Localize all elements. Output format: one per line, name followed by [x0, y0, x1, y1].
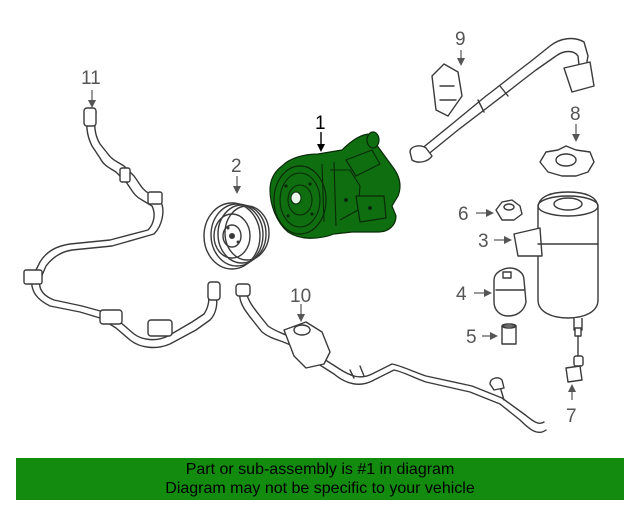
callout-6: 6 — [458, 204, 469, 225]
part-4-mount[interactable] — [493, 267, 527, 317]
callout-2: 2 — [231, 156, 242, 177]
info-banner: Part or sub-assembly is #1 in diagram Di… — [16, 458, 624, 500]
leader-6-arrow — [486, 209, 494, 217]
parts-diagram: 11 2 1 — [23, 29, 599, 434]
leader-5-arrow — [490, 332, 498, 340]
banner-line-1: Part or sub-assembly is #1 in diagram — [185, 461, 455, 478]
callout-3: 3 — [478, 231, 489, 252]
part-6-nut[interactable] — [495, 199, 523, 221]
leader-3-arrow — [504, 236, 512, 244]
callout-8: 8 — [570, 104, 581, 125]
banner-line-2: Diagram may not be specific to your vehi… — [165, 480, 475, 497]
leader-9-arrow — [457, 58, 465, 66]
part-8-cap[interactable] — [539, 145, 595, 177]
part-7-sensor[interactable] — [565, 327, 584, 383]
callout-11: 11 — [81, 68, 101, 89]
part-1-pump[interactable] — [269, 131, 401, 239]
callout-5: 5 — [466, 327, 477, 348]
callout-4: 4 — [456, 284, 467, 305]
part-2-pulley[interactable] — [203, 202, 270, 270]
part-10-hose[interactable] — [235, 283, 547, 434]
leader-10-arrow — [297, 314, 305, 322]
leader-11-arrow — [88, 100, 96, 108]
callout-10: 10 — [290, 286, 311, 307]
leader-8-arrow — [572, 134, 580, 142]
callout-1: 1 — [315, 113, 326, 134]
leader-2-arrow — [233, 186, 241, 194]
callout-9: 9 — [455, 29, 466, 50]
leader-1-arrow — [317, 144, 325, 152]
callout-7: 7 — [566, 406, 577, 427]
part-9-hose[interactable] — [409, 37, 595, 163]
leader-4-arrow — [484, 289, 492, 297]
leader-7-arrow — [568, 384, 576, 392]
part-3-reservoir[interactable] — [513, 191, 599, 331]
part-5-bushing[interactable] — [501, 323, 517, 345]
part-11-hose[interactable] — [23, 107, 221, 349]
